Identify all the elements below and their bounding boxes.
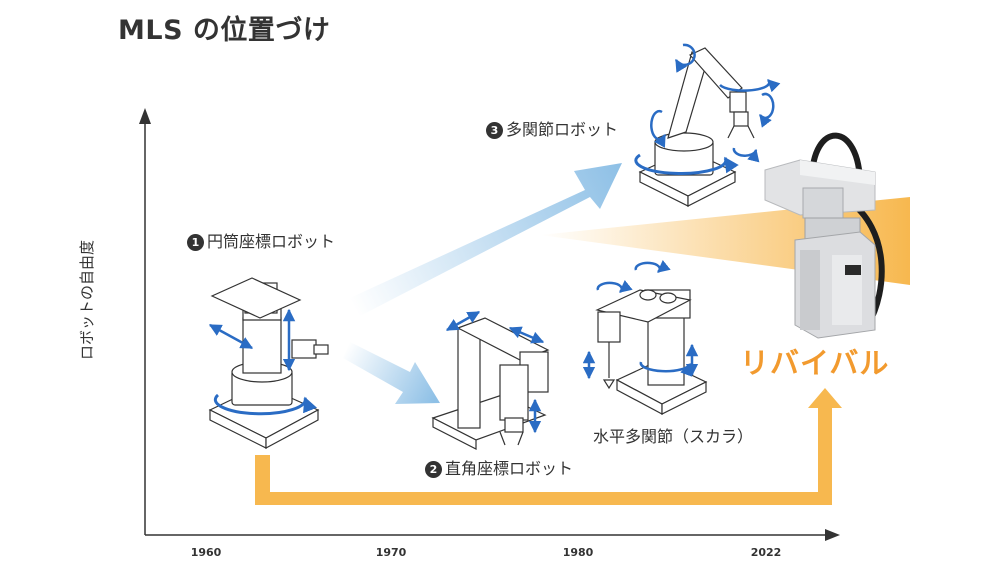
scara-robot-illustration xyxy=(582,260,708,415)
number-badge: 3 xyxy=(486,122,503,139)
x-tick-label: 1970 xyxy=(375,546,407,559)
scara-robot-label: 水平多関節（スカラ） xyxy=(593,427,754,446)
evolution-arrow-down xyxy=(343,342,440,404)
evolution-arrow-up xyxy=(350,163,622,316)
page-title: MLS の位置づけ xyxy=(118,15,331,46)
articulated-robot-illustration xyxy=(634,43,781,207)
number-badge: 2 xyxy=(425,461,442,478)
revival-label: リバイバル xyxy=(740,346,890,380)
y-axis-label: ロボットの自由度 xyxy=(78,240,96,361)
x-axis xyxy=(145,529,840,541)
x-tick-label: 1960 xyxy=(190,546,222,559)
x-tick-label: 1980 xyxy=(562,546,594,559)
x-tick-label: 2022 xyxy=(750,546,782,559)
mls-robot-image xyxy=(764,132,885,339)
y-axis xyxy=(139,108,151,535)
cartesian-robot-illustration xyxy=(431,310,550,450)
cylindrical-robot-illustration xyxy=(208,277,329,450)
number-badge: 1 xyxy=(187,234,204,251)
revival-arrow xyxy=(255,388,842,505)
